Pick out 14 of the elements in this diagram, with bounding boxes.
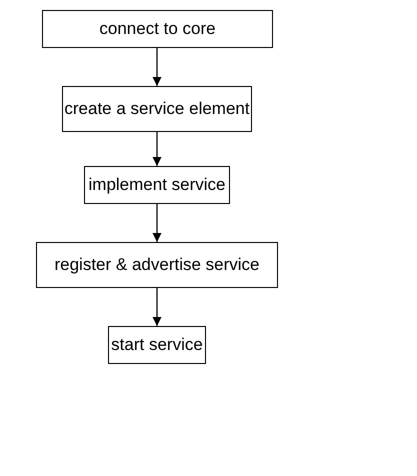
step-label: start service [111,335,203,355]
arrow [152,48,162,86]
step-label: connect to core [99,19,216,39]
process-box [36,242,278,288]
step-label: implement service [88,175,226,195]
arrow [152,288,162,326]
process-box [108,326,206,364]
process-box [62,86,252,132]
process-box [84,166,230,204]
step-label: register & advertise service [54,255,260,275]
arrow [152,204,162,242]
step-label: create a service element [64,99,250,119]
process-box [42,10,273,48]
arrow [152,132,162,166]
